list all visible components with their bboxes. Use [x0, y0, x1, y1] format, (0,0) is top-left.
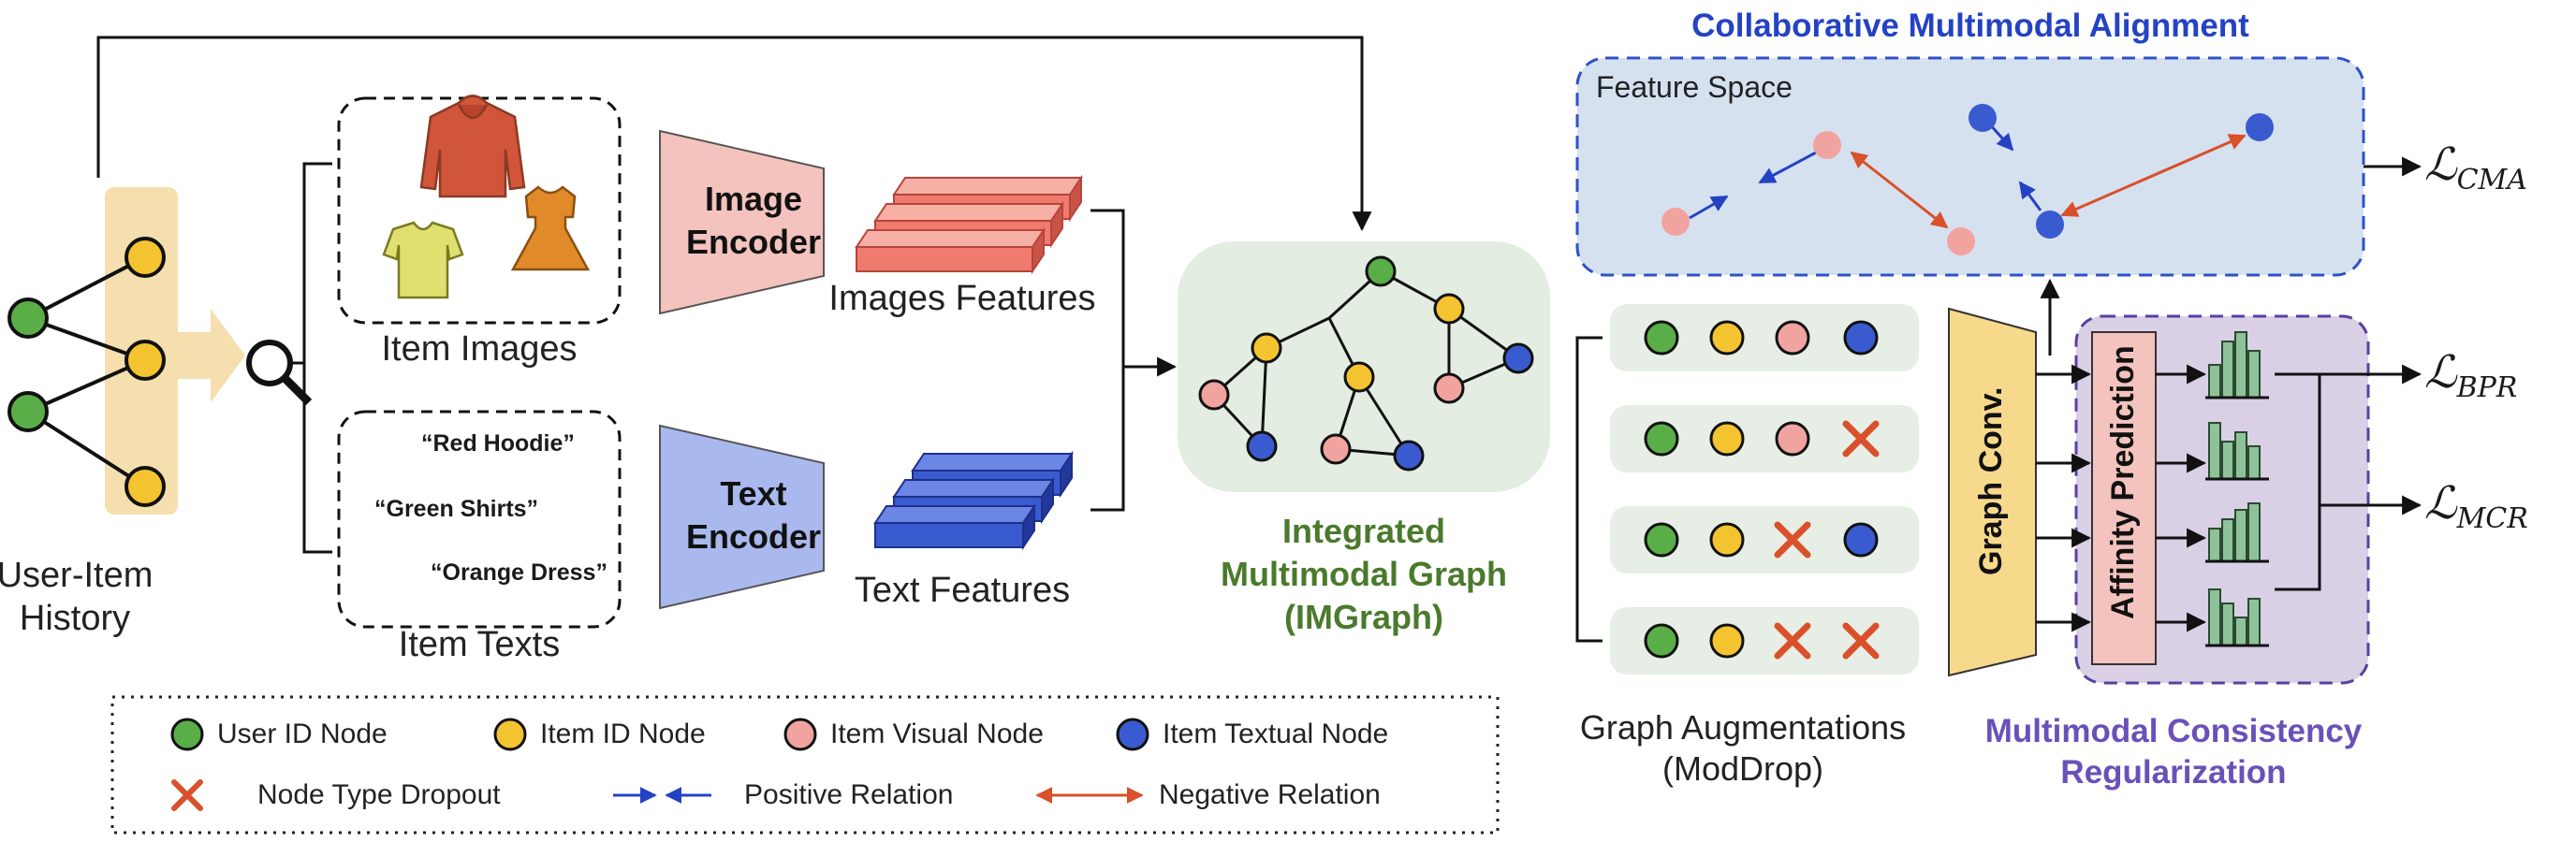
- quote-red-hoodie: “Red Hoodie”: [421, 430, 575, 457]
- history-label: User-Item History: [0, 556, 154, 638]
- history-nodes: [7, 237, 166, 507]
- textual-node: [1246, 430, 1278, 462]
- visual-node: [1813, 131, 1841, 159]
- item-texts-label: Item Texts: [398, 625, 561, 664]
- legend-visual-label: Item Visual Node: [830, 719, 1044, 749]
- imgraph-title: Integrated Multimodal Graph (IMGraph): [1221, 512, 1507, 636]
- shirt-icon: [382, 221, 464, 299]
- item-node: [124, 237, 166, 278]
- history-arrow: [178, 309, 245, 402]
- text-encoder-shape: [659, 424, 825, 610]
- cma-title: Collaborative Multimodal Alignment: [1691, 7, 2249, 44]
- item-node: [1251, 332, 1282, 364]
- legend-user-label: User ID Node: [217, 719, 388, 749]
- histograms: [2205, 331, 2269, 647]
- item-node: [124, 340, 166, 381]
- textual-node: [1393, 440, 1425, 472]
- augmentation-bracket: [1575, 336, 1603, 643]
- history-edges: [26, 255, 147, 488]
- graph-conv-label: Graph Conv.: [1973, 386, 2009, 576]
- graph-conv-shape: [1948, 307, 2037, 677]
- imgraph-nodes: [1198, 255, 1534, 472]
- user-node: [7, 298, 49, 339]
- magnifier-icon: [246, 340, 313, 406]
- item-node: [1343, 361, 1375, 393]
- item-node: [124, 466, 166, 507]
- hoodie-icon: [419, 94, 526, 198]
- legend-negative-label: Negative Relation: [1159, 779, 1381, 810]
- legend-dropout-label: Node Type Dropout: [257, 779, 501, 810]
- legend-markers: [170, 718, 1149, 751]
- augmentation-rows: [1610, 304, 1919, 675]
- textual-node: [2036, 210, 2064, 239]
- feature-space-label: Feature Space: [1596, 70, 1793, 104]
- user-node: [7, 391, 49, 432]
- image-features-label: Images Features: [828, 279, 1096, 318]
- loss-bpr: ℒBPR: [2424, 346, 2518, 404]
- cma-points: [1661, 104, 2274, 255]
- visual-node: [1661, 208, 1690, 236]
- quote-orange-dress: “Orange Dress”: [431, 559, 607, 586]
- affinity-label: Affinity Prediction: [2105, 345, 2141, 619]
- quote-green-shirts: “Green Shirts”: [374, 496, 539, 522]
- mcr-output-lines: [2275, 364, 2422, 591]
- item-texts-box: [337, 410, 622, 629]
- legend-positive-label: Positive Relation: [744, 779, 954, 810]
- legend-item-node: [493, 718, 527, 751]
- item-node: [1433, 293, 1465, 325]
- conv-to-affinity-lines: [2036, 364, 2207, 632]
- dress-icon: [510, 185, 591, 271]
- affinity-box: [2091, 331, 2157, 665]
- item-images-label: Item Images: [381, 329, 578, 369]
- loss-mcr: ℒMCR: [2424, 477, 2528, 535]
- text-features-label: Text Features: [854, 571, 1071, 610]
- visual-node: [1198, 379, 1230, 411]
- history-feedback-arrow: [96, 36, 1372, 232]
- textual-node: [2246, 113, 2274, 141]
- items-bracket: [302, 162, 332, 554]
- mcr-title: Multimodal Consistency Regularization: [1984, 713, 2363, 791]
- cma-relations: [1689, 123, 2247, 229]
- legend-textual-label: Item Textual Node: [1163, 719, 1389, 749]
- visual-node: [1320, 433, 1352, 465]
- features-bracket: [1090, 209, 1125, 512]
- visual-node: [1947, 227, 1975, 255]
- loss-cma: ℒCMA: [2424, 138, 2527, 196]
- legend-user-node: [170, 718, 204, 751]
- text-feature-blocks: [873, 450, 1074, 551]
- legend-visual-node: [783, 718, 817, 751]
- textual-node: [1502, 342, 1534, 374]
- legend-box: [110, 695, 1500, 835]
- augmentation-label: Graph Augmentations (ModDrop): [1579, 708, 1907, 788]
- legend-cross-icon: [171, 779, 203, 811]
- dropout-crosses: [1774, 420, 1880, 660]
- cma-box: [1575, 56, 2365, 277]
- augmentation-nodes: [1644, 320, 1879, 659]
- image-encoder-shape: [659, 129, 825, 315]
- user-node: [1365, 255, 1397, 287]
- textual-node: [1969, 104, 1997, 132]
- image-feature-blocks: [855, 174, 1083, 275]
- legend-item-label: Item ID Node: [540, 719, 706, 749]
- legend-textual-node: [1116, 718, 1149, 751]
- visual-node: [1433, 372, 1465, 404]
